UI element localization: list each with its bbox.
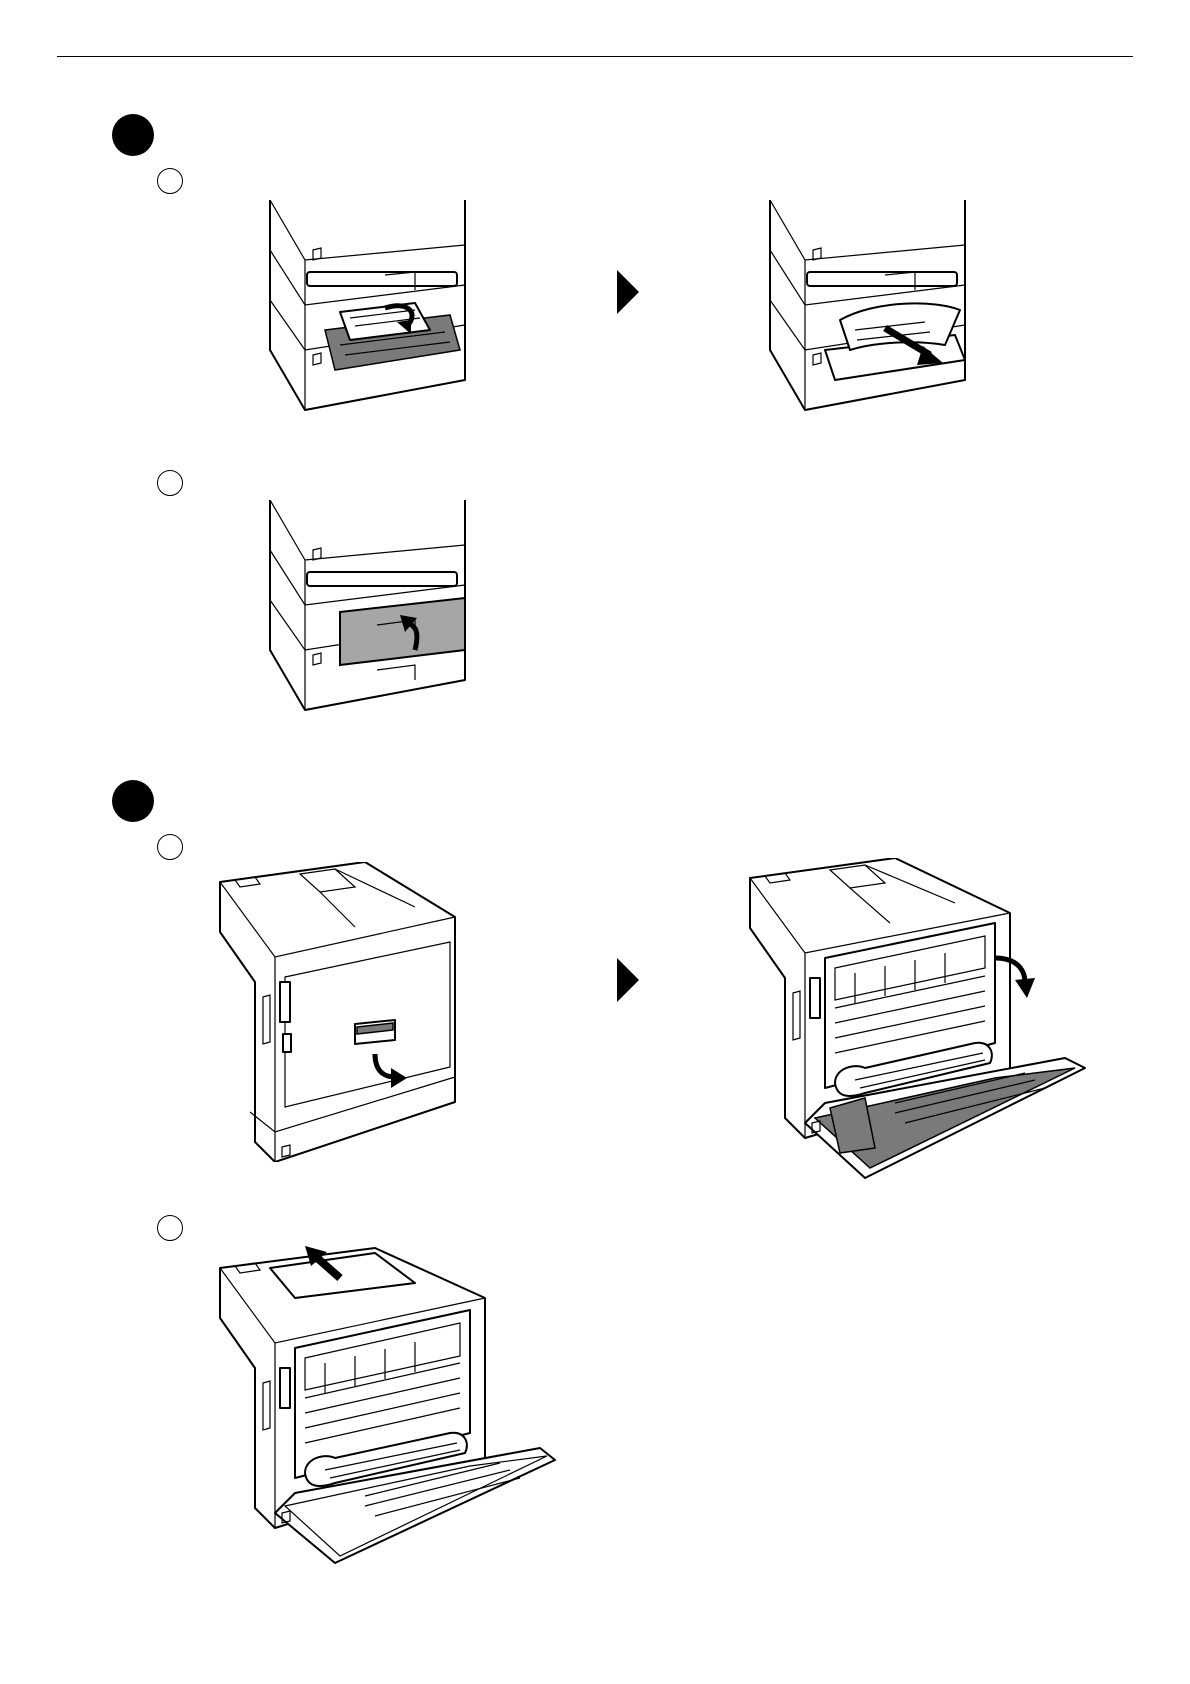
substep-2-1-badge [157, 834, 183, 860]
substep-1-1-badge [157, 168, 183, 194]
next-step-arrow [617, 958, 639, 1002]
next-step-arrow [617, 270, 639, 314]
figure-pull-out-paper [765, 200, 1005, 420]
step-1-badge [112, 114, 154, 156]
figure-close-tray-cover [265, 500, 505, 720]
figure-open-rear-cover [215, 862, 485, 1162]
figure-rear-cover-opened [745, 858, 1095, 1188]
header-rule [57, 56, 1133, 57]
step-2-badge [112, 780, 154, 822]
figure-remove-paper-top [215, 1238, 565, 1568]
substep-2-2-badge [157, 1215, 183, 1241]
figure-tray-cover-open [265, 200, 505, 420]
substep-1-2-badge [157, 470, 183, 496]
